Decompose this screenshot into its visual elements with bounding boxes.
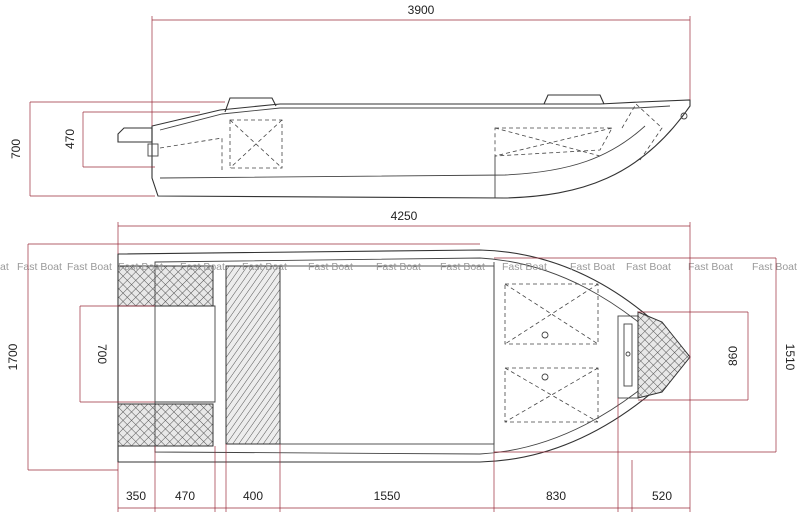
watermark-text: Fast Boat (626, 261, 671, 273)
dim-seg-5: 830 (546, 489, 566, 503)
dim-seg-3: 400 (243, 489, 263, 503)
dim-side-height-hull: 470 (63, 129, 77, 149)
dim-seg-6: 520 (652, 489, 672, 503)
side-view (117, 94, 691, 199)
dim-top-transom-gap: 700 (95, 344, 109, 364)
watermark-text: at (0, 261, 9, 273)
watermark-text: Fast Boat (67, 261, 112, 273)
watermark-text: Fast Boat (180, 261, 225, 273)
watermark-text: Fast Boat (376, 261, 421, 273)
watermark-text: Fast Boat (570, 261, 615, 273)
watermark-text: Fast Boat (440, 261, 485, 273)
watermark-text: Fast Boat (502, 261, 547, 273)
dim-seg-4: 1550 (374, 489, 401, 503)
side-handle-fwd (543, 94, 605, 105)
side-handle-aft (224, 97, 277, 113)
dim-seg-1: 350 (126, 489, 146, 503)
side-bow-locker (494, 127, 613, 157)
dim-side-length: 3900 (408, 3, 435, 17)
dim-seg-2: 470 (175, 489, 195, 503)
dim-top-bow-inner: 860 (726, 346, 740, 366)
watermark-text: Fast Boat (242, 261, 287, 273)
dim-top-width-hull: 1510 (783, 344, 797, 371)
watermark-text: Fast Boat (118, 261, 163, 273)
top-bow-locker-starboard (504, 367, 599, 423)
side-motor-mount (117, 127, 153, 143)
watermark-text: Fast Boat (17, 261, 62, 273)
side-sheer-line (159, 105, 671, 131)
watermark-text: Fast Boat (752, 261, 797, 273)
side-aft-compartment (159, 137, 223, 170)
top-view (117, 249, 691, 463)
side-seat-box (229, 119, 283, 169)
side-chine-line (159, 125, 646, 179)
watermark-text: Fast Boat (688, 261, 733, 273)
top-aft-pod-port (117, 265, 214, 307)
watermark-text: Fast Boat (308, 261, 353, 273)
top-floor (279, 265, 495, 445)
top-transom-well (155, 305, 216, 403)
side-bow-eye (680, 112, 688, 120)
side-bow-frame (621, 103, 663, 161)
top-bow-locker-port (504, 283, 599, 345)
dim-top-length: 4250 (391, 209, 418, 223)
side-dimensions: 3900 700 470 (9, 3, 691, 197)
top-bow-deck (637, 311, 691, 399)
dim-top-width-total: 1700 (6, 343, 20, 370)
dim-side-height-total: 700 (9, 139, 23, 159)
top-aft-pod-starboard (117, 403, 214, 447)
top-middle-seat (225, 265, 281, 445)
side-transom-bracket (147, 143, 159, 157)
watermark-row: at Fast Boat Fast Boat Fast Boat Fast Bo… (0, 261, 797, 273)
top-dimensions: 4250 1700 700 860 1510 350 470 (6, 209, 797, 512)
side-hull-outline (151, 99, 691, 199)
